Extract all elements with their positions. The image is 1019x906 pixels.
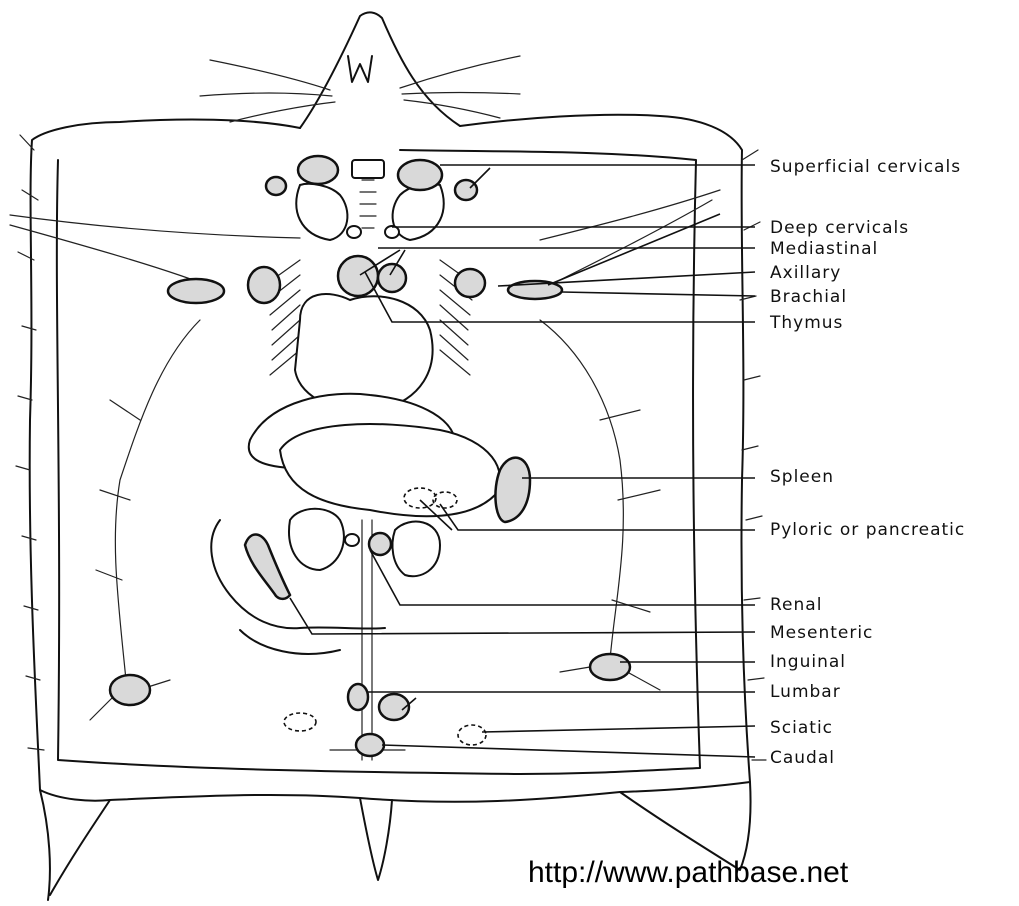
label-renal: Renal bbox=[770, 595, 822, 615]
label-mediastinal: Mediastinal bbox=[770, 239, 878, 259]
label-inguinal: Inguinal bbox=[770, 652, 846, 672]
mesenteric-node bbox=[245, 534, 290, 598]
deep-cervical-node bbox=[347, 226, 361, 238]
label-pyloric-or-pancreatic: Pyloric or pancreatic bbox=[770, 520, 965, 540]
label-lumbar: Lumbar bbox=[770, 682, 841, 702]
label-axillary: Axillary bbox=[770, 263, 841, 283]
cervical-node-outer-right bbox=[455, 180, 477, 200]
renal-node-left bbox=[345, 534, 359, 546]
sciatic-node-right bbox=[458, 725, 486, 745]
caudal-node bbox=[356, 734, 384, 756]
spleen bbox=[495, 458, 530, 522]
brachial-node-left bbox=[248, 267, 280, 303]
superficial-cervical-node-left bbox=[298, 156, 338, 184]
lumbar-node-left bbox=[348, 684, 368, 710]
inguinal-node-left bbox=[110, 675, 150, 705]
label-sciatic: Sciatic bbox=[770, 718, 833, 738]
label-caudal: Caudal bbox=[770, 748, 835, 768]
label-thymus: Thymus bbox=[769, 313, 843, 333]
inguinal-node-right bbox=[590, 654, 630, 680]
label-spleen: Spleen bbox=[770, 467, 834, 487]
sciatic-node-left bbox=[284, 713, 316, 731]
axillary-node-right bbox=[455, 269, 485, 297]
mediastinal-node bbox=[338, 256, 378, 296]
source-url: http://www.pathbase.net bbox=[528, 856, 849, 889]
label-deep-cervicals: Deep cervicals bbox=[770, 218, 909, 238]
label-superficial-cervicals: Superficial cervicals bbox=[770, 157, 961, 177]
axillary-node-left bbox=[168, 279, 224, 303]
label-mesenteric: Mesenteric bbox=[770, 623, 873, 643]
label-brachial: Brachial bbox=[770, 287, 847, 307]
renal-node-right bbox=[369, 533, 391, 555]
labels: Superficial cervicals Deep cervicals Med… bbox=[769, 157, 965, 768]
internal-organs bbox=[211, 160, 500, 760]
mediastinal-node-2 bbox=[378, 264, 406, 292]
cervical-node-outer-left bbox=[266, 177, 286, 195]
superficial-cervical-node-right bbox=[398, 160, 442, 190]
